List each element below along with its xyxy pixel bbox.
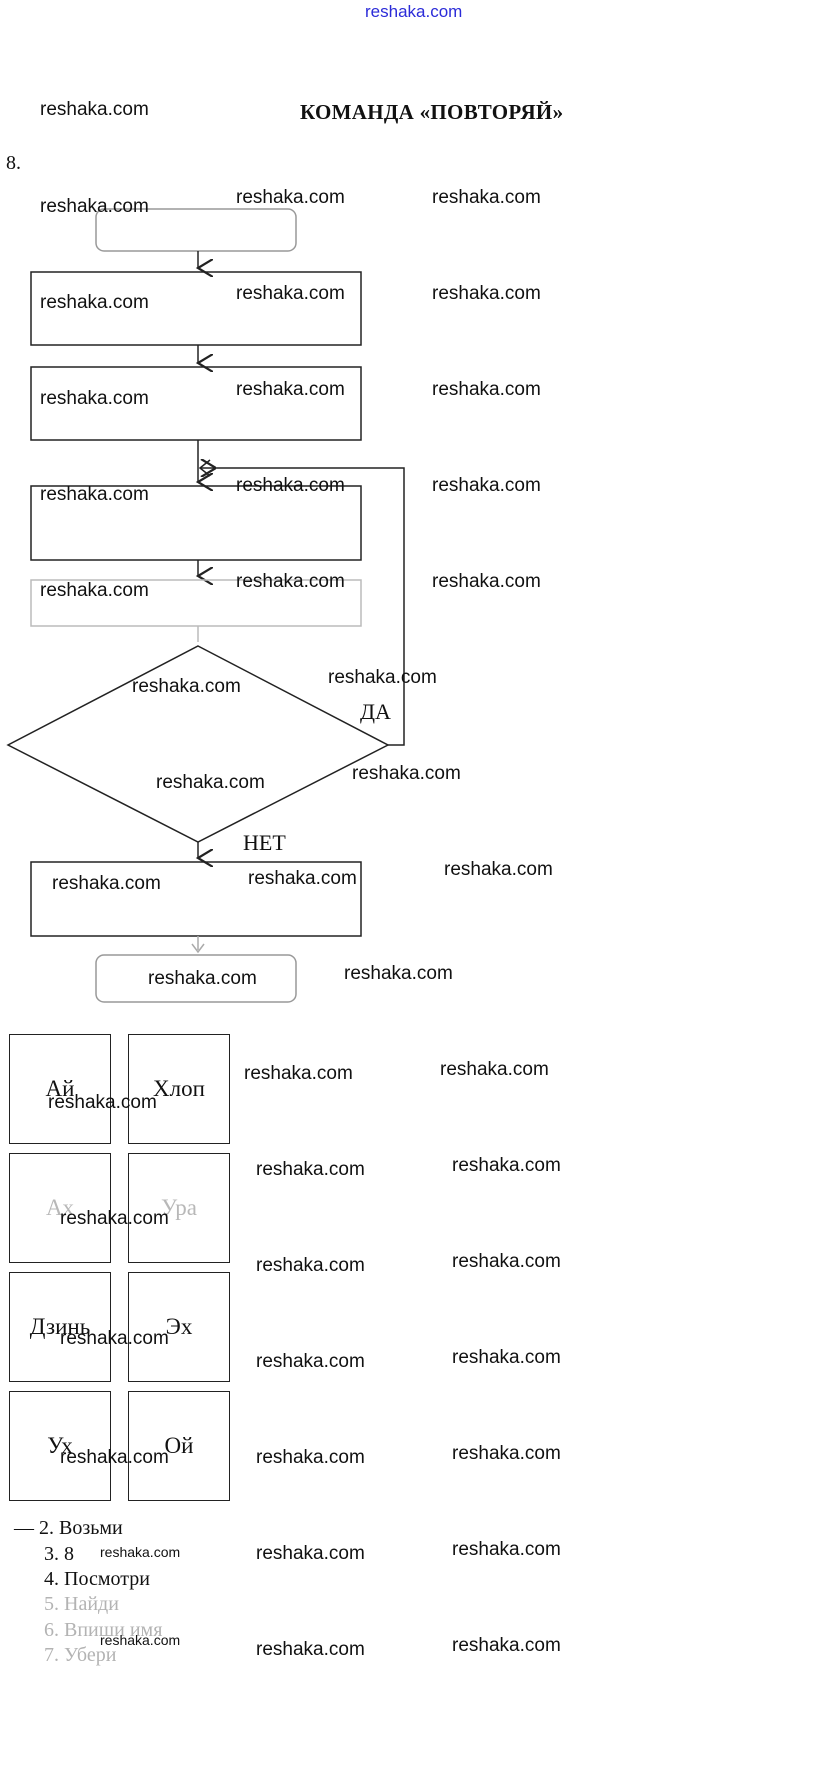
watermark: reshaka.com xyxy=(40,99,149,120)
watermark: reshaka.com xyxy=(440,1059,549,1080)
watermark: reshaka.com xyxy=(60,1447,169,1468)
watermark: reshaka.com xyxy=(452,1539,561,1560)
watermark: reshaka.com xyxy=(328,667,437,688)
step-item: 5. Найди xyxy=(44,1593,119,1615)
step-item: 6. Впиши имя xyxy=(44,1619,163,1641)
process-box-1 xyxy=(30,271,362,346)
site-link[interactable]: reshaka.com xyxy=(365,2,463,21)
watermark: reshaka.com xyxy=(256,1255,365,1276)
word-card: Ой xyxy=(128,1391,230,1501)
watermark: reshaka.com xyxy=(236,187,345,208)
watermark: reshaka.com xyxy=(352,763,461,784)
watermark: reshaka.com xyxy=(52,873,161,894)
step-item: 4. Посмотри xyxy=(44,1568,150,1590)
watermark: reshaka.com xyxy=(344,963,453,984)
watermark: reshaka.com xyxy=(256,1159,365,1180)
watermark: reshaka.com xyxy=(60,1328,169,1349)
watermark: reshaka.com xyxy=(452,1635,561,1656)
word-card: Ух xyxy=(9,1391,111,1501)
task-number: 8. xyxy=(6,152,21,174)
watermark: reshaka.com xyxy=(452,1251,561,1272)
watermark: reshaka.com xyxy=(236,475,345,496)
watermark: reshaka.com xyxy=(256,1447,365,1468)
watermark: reshaka.com xyxy=(132,676,241,697)
watermark: reshaka.com xyxy=(244,1063,353,1084)
watermark: reshaka.com xyxy=(100,1544,181,1560)
word-card: Ах xyxy=(9,1153,111,1263)
end-terminator xyxy=(95,954,297,1003)
watermark: reshaka.com xyxy=(256,1543,365,1564)
word-card: Дзинь xyxy=(9,1272,111,1382)
word-card: Ура xyxy=(128,1153,230,1263)
watermark: reshaka.com xyxy=(452,1347,561,1368)
yes-label: ДА xyxy=(360,699,391,724)
watermark: reshaka.com xyxy=(432,379,541,400)
watermark: reshaka.com xyxy=(148,968,257,989)
step-item: 7. Убери xyxy=(44,1644,117,1666)
watermark: reshaka.com xyxy=(256,1639,365,1660)
process-box-2 xyxy=(30,366,362,441)
watermark: reshaka.com xyxy=(432,187,541,208)
watermark: reshaka.com xyxy=(156,772,265,793)
watermark: reshaka.com xyxy=(236,379,345,400)
start-terminator xyxy=(95,208,297,252)
watermark: reshaka.com xyxy=(432,571,541,592)
word-card: Эх xyxy=(128,1272,230,1382)
step-item: 3. 8 xyxy=(44,1543,74,1565)
watermark: reshaka.com xyxy=(444,859,553,880)
watermark: reshaka.com xyxy=(248,868,357,889)
no-label: НЕТ xyxy=(243,830,286,855)
watermark: reshaka.com xyxy=(256,1351,365,1372)
watermark: reshaka.com xyxy=(40,580,149,601)
watermark: reshaka.com xyxy=(452,1155,561,1176)
page-title: КОМАНДА «ПОВТОРЯЙ» xyxy=(300,100,564,124)
word-card: Ай xyxy=(9,1034,111,1144)
process-box-4 xyxy=(30,579,362,627)
watermark: reshaka.com xyxy=(100,1632,181,1648)
watermark: reshaka.com xyxy=(236,571,345,592)
watermark: reshaka.com xyxy=(40,484,149,505)
word-card: Хлоп xyxy=(128,1034,230,1144)
watermark: reshaka.com xyxy=(452,1443,561,1464)
watermark: reshaka.com xyxy=(40,196,149,217)
watermark: reshaka.com xyxy=(48,1092,157,1113)
watermark: reshaka.com xyxy=(40,292,149,313)
loop-back-line xyxy=(201,468,405,746)
watermark: reshaka.com xyxy=(40,388,149,409)
watermark: reshaka.com xyxy=(236,283,345,304)
process-box-5 xyxy=(30,861,362,937)
process-box-3 xyxy=(30,485,362,561)
watermark: reshaka.com xyxy=(432,283,541,304)
watermark: reshaka.com xyxy=(60,1208,169,1229)
step-item: — 2. Возьми xyxy=(14,1517,123,1539)
watermark: reshaka.com xyxy=(432,475,541,496)
